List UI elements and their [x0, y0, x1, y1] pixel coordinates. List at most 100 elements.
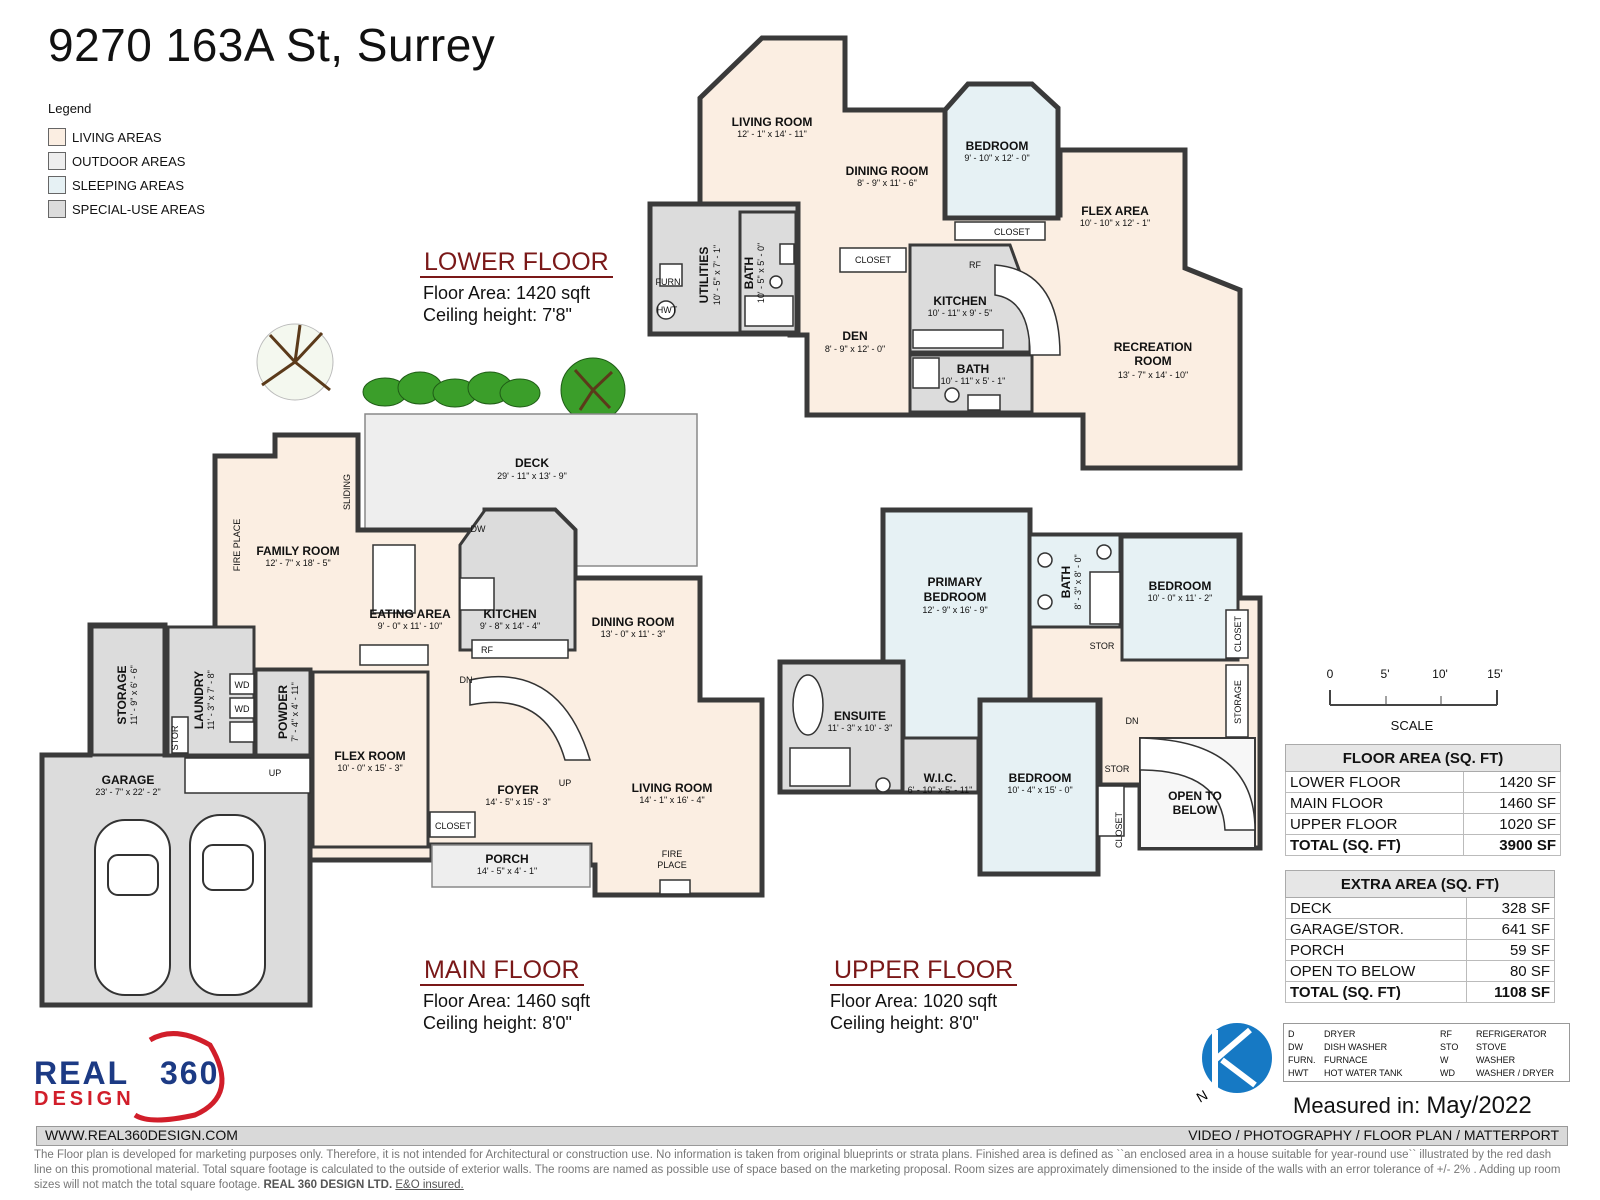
abbr-left-names: DRYER DISH WASHER FURNACE HOT WATER TANK: [1324, 1028, 1403, 1080]
ensuite-dim: 11' - 3" x 10' - 3": [828, 723, 893, 733]
lower-kitchen-name: KITCHEN: [933, 294, 986, 308]
disclaimer: The Floor plan is developed for marketin…: [34, 1148, 1569, 1193]
recreation-room-name: RECREATION: [1114, 340, 1192, 354]
insured-text: E&O insured.: [395, 1179, 464, 1191]
lower-utilities-name: UTILITIES: [697, 247, 711, 304]
abbr-code: RF: [1440, 1029, 1452, 1039]
logo-design: DESIGN: [34, 1088, 135, 1110]
lower-floor-fixtures: [656, 221, 1061, 411]
lower-dining-room-name: DINING ROOM: [846, 164, 929, 178]
table-row: UPPER FLOOR 1020 SF: [1285, 813, 1562, 835]
lower-utilities-dim: 10' - 5" x 7' - 1": [712, 245, 722, 305]
recreation-room-dim: 13' - 7" x 14' - 10": [1118, 370, 1188, 380]
abbr-code: DW: [1288, 1042, 1303, 1052]
upper-bath-dim: 8' - 3" x 8' - 0": [1073, 554, 1083, 609]
wd-label-1: WD: [235, 680, 250, 690]
upper-dn-label: DN: [1126, 716, 1139, 726]
storage-name: STORAGE: [115, 665, 129, 724]
main-up-label: UP: [559, 778, 572, 788]
family-room-name: FAMILY ROOM: [256, 544, 339, 558]
dishwasher-label: DW: [471, 524, 486, 534]
lower-bath2-dim: 10' - 11" x 5' - 1": [941, 376, 1006, 386]
sliding-door-label: SLIDING: [342, 474, 352, 510]
legend-label: OUTDOOR AREAS: [72, 153, 186, 169]
furnace-label: FURN: [656, 277, 681, 287]
abbr-name: WASHER / DRYER: [1476, 1068, 1555, 1078]
lower-floor-label: LOWER FLOOR: [420, 248, 613, 278]
abbreviation-key: D DW FURN. HWT DRYER DISH WASHER FURNACE…: [1283, 1023, 1570, 1082]
abbr-name: FURNACE: [1324, 1055, 1368, 1065]
disclaimer-text: The Floor plan is developed for marketin…: [34, 1149, 1561, 1191]
upper-bedroom-name: BEDROOM: [1149, 579, 1212, 593]
logo-real: REAL: [34, 1055, 130, 1091]
table-total-row: TOTAL (SQ. FT) 1108 SF: [1284, 981, 1555, 1003]
main-kitchen-name: KITCHEN: [483, 607, 536, 621]
main-flex-room: [311, 670, 430, 849]
lower-living-room-dim: 12' - 1" x 14' - 11": [737, 129, 807, 139]
garage-up-label: UP: [269, 768, 282, 778]
upper-stor-label-2: STOR: [1105, 764, 1130, 774]
upper-bedroom2-room: [977, 697, 1101, 877]
table-row: GARAGE/STOR. 641 SF: [1284, 918, 1555, 940]
total-value: 3900 SF: [1462, 834, 1562, 856]
landscape-trees: [256, 323, 626, 423]
main-living-room-dim: 14' - 1" x 16' - 4": [639, 795, 704, 805]
lower-dining-room-dim: 8' - 9" x 11' - 6": [857, 178, 917, 188]
primary-bedroom-name: PRIMARY: [928, 575, 983, 589]
upper-bath-name: BATH: [1059, 566, 1073, 598]
abbr-code: STO: [1440, 1042, 1459, 1052]
lower-den-closet-label: CLOSET: [855, 255, 892, 265]
row-value: 80 SF: [1466, 960, 1555, 982]
powder-name: POWDER: [276, 685, 290, 739]
scale-tick-10: 10': [1432, 667, 1448, 681]
row-label: OPEN TO BELOW: [1284, 960, 1468, 982]
main-dining-room-dim: 13' - 0" x 11' - 3": [601, 629, 666, 639]
abbr-right-names: REFRIGERATOR STOVE WASHER WASHER / DRYER: [1476, 1028, 1554, 1080]
porch-name: PORCH: [485, 852, 528, 866]
upper-floor-fixtures: [789, 544, 1256, 837]
upper-floor-ceiling: Ceiling height: 8'0": [830, 1013, 979, 1033]
open-to-below-name: OPEN TO: [1168, 789, 1222, 803]
scale-tick-15: 15': [1487, 667, 1503, 681]
lower-bedroom-name: BEDROOM: [966, 139, 1029, 153]
website-link[interactable]: WWW.REAL360DESIGN.COM: [45, 1127, 238, 1143]
lower-bedroom-dim: 9' - 10" x 12' - 0": [964, 153, 1029, 163]
legend-item-special: SPECIAL-USE AREAS: [48, 200, 205, 218]
legend-label: SLEEPING AREAS: [72, 177, 184, 193]
compass-icon: N: [1194, 1023, 1272, 1106]
abbr-code: FURN.: [1288, 1055, 1316, 1065]
abbr-name: STOVE: [1476, 1042, 1507, 1052]
upper-bedroom-room: [1120, 535, 1240, 662]
legend-swatch: [48, 200, 66, 218]
legend-heading: Legend: [48, 101, 92, 116]
lower-rf-label: RF: [969, 260, 981, 270]
lower-living-room-name: LIVING ROOM: [732, 115, 813, 129]
lower-flex-area-name: FLEX AREA: [1081, 204, 1149, 218]
total-label: TOTAL (SQ. FT): [1284, 981, 1468, 1003]
measured-date: Measured in: May/2022: [1293, 1092, 1532, 1120]
floor-area-table: FLOOR AREA (SQ. FT) LOWER FLOOR 1420 SF …: [1285, 744, 1562, 856]
upper-storage-label: STORAGE: [1233, 680, 1243, 724]
hedge-icon: [362, 371, 541, 408]
lower-bath2-name: BATH: [957, 362, 989, 376]
lower-kitchen-dim: 10' - 11" x 9' - 5": [928, 308, 993, 318]
row-value: 328 SF: [1466, 897, 1555, 919]
row-value: 641 SF: [1466, 918, 1555, 940]
porch-dim: 14' - 5" x 4' - 1": [477, 866, 537, 876]
lower-floor-plan: [647, 35, 1243, 471]
lower-floor-ceiling: Ceiling height: 7'8": [423, 305, 572, 325]
abbr-name: WASHER: [1476, 1055, 1516, 1065]
garage-dim: 23' - 7" x 22' - 2": [95, 787, 160, 797]
main-dining-room-name: DINING ROOM: [592, 615, 675, 629]
abbr-code: W: [1440, 1055, 1449, 1065]
lower-room-labels: LIVING ROOM 12' - 1" x 14' - 11" DINING …: [656, 115, 1193, 386]
foyer-name: FOYER: [497, 783, 539, 797]
row-value: 1020 SF: [1462, 813, 1562, 835]
scale-tick-0: 0: [1327, 667, 1334, 681]
car-icon: [94, 814, 266, 996]
upper-bedroom-dim: 10' - 0" x 11' - 2": [1148, 593, 1213, 603]
legend-item-living: LIVING AREAS: [48, 128, 162, 146]
eating-area-dim: 9' - 0" x 11' - 10": [378, 621, 443, 631]
row-label: UPPER FLOOR: [1285, 813, 1464, 835]
